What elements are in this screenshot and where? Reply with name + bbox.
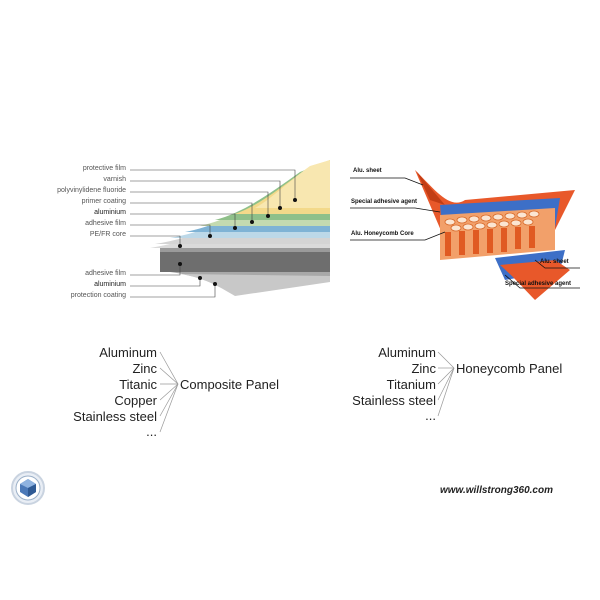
layer-label-primer-coating: primer coating: [81, 198, 126, 205]
company-logo-icon: [10, 470, 46, 506]
composite-item-zinc: Zinc: [132, 361, 157, 376]
layer-label-aluminium-bottom: aluminium: [94, 281, 126, 288]
layer-label-aluminium-top: aluminium: [94, 209, 126, 216]
composite-panel-title: Composite Panel: [180, 377, 279, 392]
composite-item-stainless-steel: Stainless steel: [73, 409, 157, 424]
honeycomb-item-more: ...: [425, 408, 436, 423]
hc-label-adhesive-top: Special adhesive agent: [351, 199, 418, 205]
honeycomb-item-stainless-steel: Stainless steel: [352, 393, 436, 408]
layer-label-core: PE/FR core: [89, 231, 126, 238]
composite-item-titanic: Titanic: [119, 377, 157, 392]
hc-label-alu-sheet-bottom: Alu. sheet: [540, 259, 569, 265]
honeycomb-panel-title: Honeycomb Panel: [456, 361, 563, 376]
honeycomb-item-aluminum: Aluminum: [378, 345, 436, 360]
composite-material-list: Aluminum Zinc Titanic Copper Stainless s…: [40, 344, 300, 444]
hc-label-alu-sheet-top: Alu. sheet: [353, 168, 382, 174]
composite-item-more: ...: [146, 424, 157, 439]
composite-layers-illustration: [130, 160, 330, 298]
hc-label-adhesive-bottom: Special adhesive agent: [505, 281, 572, 287]
hc-label-core: Alu. Honeycomb Core: [351, 231, 414, 237]
layer-label-adhesive-film-bottom: adhesive film: [85, 270, 126, 277]
honeycomb-material-list: Aluminum Zinc Titanium Stainless steel .…: [330, 344, 590, 434]
layer-label-protection-coating: protection coating: [70, 292, 126, 299]
honeycomb-diagram: Alu. sheet Special adhesive agent Alu. H…: [345, 160, 585, 310]
composite-connector-lines: [159, 351, 179, 433]
layer-label-varnish: varnish: [103, 176, 126, 183]
composite-item-copper: Copper: [114, 393, 157, 408]
honeycomb-item-zinc: Zinc: [411, 361, 436, 376]
footer-website-url[interactable]: www.willstrong360.com: [440, 485, 553, 496]
layer-label-pvdf: polyvinylidene fluoride: [57, 187, 126, 194]
layer-label-protective-film: protective film: [82, 165, 126, 172]
composite-item-aluminum: Aluminum: [99, 345, 157, 360]
honeycomb-item-titanium: Titanium: [386, 377, 436, 392]
honeycomb-connector-lines: [437, 351, 455, 417]
composite-layer-diagram: protective film varnish polyvinylidene f…: [30, 160, 340, 310]
honeycomb-illustration: [350, 170, 580, 300]
layer-label-adhesive-film-top: adhesive film: [85, 220, 126, 227]
